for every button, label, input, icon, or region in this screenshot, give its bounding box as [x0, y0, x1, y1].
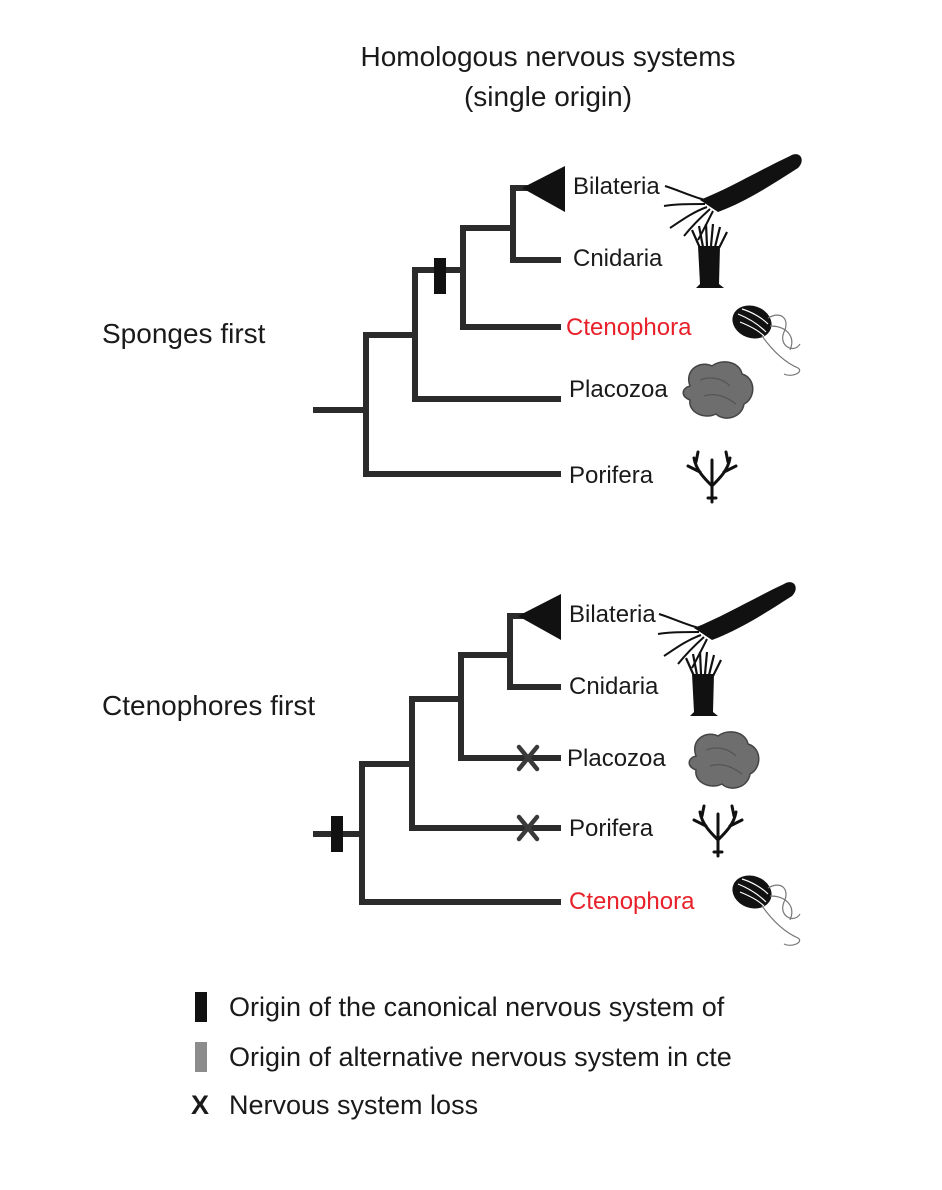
- tree2-canonical-origin-mark: [331, 816, 343, 852]
- diagram-title-line2: (single origin): [463, 81, 633, 112]
- tree-ctenophores-first: [313, 613, 561, 905]
- tree2-taxon-bilateria: Bilateria: [569, 601, 656, 628]
- tree2-bilateria-clade-triangle: [518, 594, 561, 640]
- scenario-label-sponges-first: Sponges first: [102, 318, 266, 349]
- bilaterian-worm-icon: [663, 154, 802, 241]
- tree1-canonical-origin-mark: [434, 258, 446, 294]
- tree-sponges-first: [313, 185, 561, 477]
- diagram-title-line1: Homologous nervous systems: [360, 41, 736, 72]
- tree2-taxon-porifera: Porifera: [569, 815, 654, 842]
- placozoan-icon: [682, 361, 754, 419]
- ctenophore-icon: [732, 305, 801, 376]
- scenario-label-ctenophores-first: Ctenophores first: [102, 690, 316, 721]
- cnidarian-polyp-icon: [690, 223, 728, 288]
- tree1-taxon-ctenophora: Ctenophora: [566, 314, 692, 341]
- legend: Origin of the canonical nervous system o…: [0, 980, 826, 1140]
- legend-alternative-mark: [195, 1042, 207, 1072]
- legend-alternative-text: Origin of alternative nervous system in …: [229, 1042, 732, 1072]
- placozoan-icon: [688, 731, 760, 789]
- tree2-taxon-cnidaria: Cnidaria: [569, 673, 659, 700]
- tree1-taxon-cnidaria: Cnidaria: [573, 245, 663, 272]
- cnidarian-polyp-icon: [684, 651, 722, 716]
- legend-canonical-text: Origin of the canonical nervous system o…: [229, 992, 725, 1022]
- legend-loss-text: Nervous system loss: [229, 1090, 479, 1120]
- bilaterian-worm-icon: [657, 582, 796, 669]
- tree2-placozoa-loss-mark: [516, 744, 540, 772]
- ctenophore-icon: [732, 875, 801, 946]
- tree1-taxon-bilateria: Bilateria: [573, 173, 660, 200]
- tree2-porifera-loss-mark: [516, 814, 540, 842]
- tree1-bilateria-clade-triangle: [522, 166, 565, 212]
- tree1-taxon-placozoa: Placozoa: [569, 376, 668, 403]
- tree2-taxon-placozoa: Placozoa: [567, 745, 666, 772]
- legend-canonical-mark: [195, 992, 207, 1022]
- legend-loss-symbol: X: [191, 1090, 210, 1120]
- tree1-taxon-porifera: Porifera: [569, 462, 654, 489]
- sponge-icon: [692, 804, 744, 858]
- sponge-icon: [686, 450, 738, 504]
- tree2-taxon-ctenophora: Ctenophora: [569, 888, 695, 915]
